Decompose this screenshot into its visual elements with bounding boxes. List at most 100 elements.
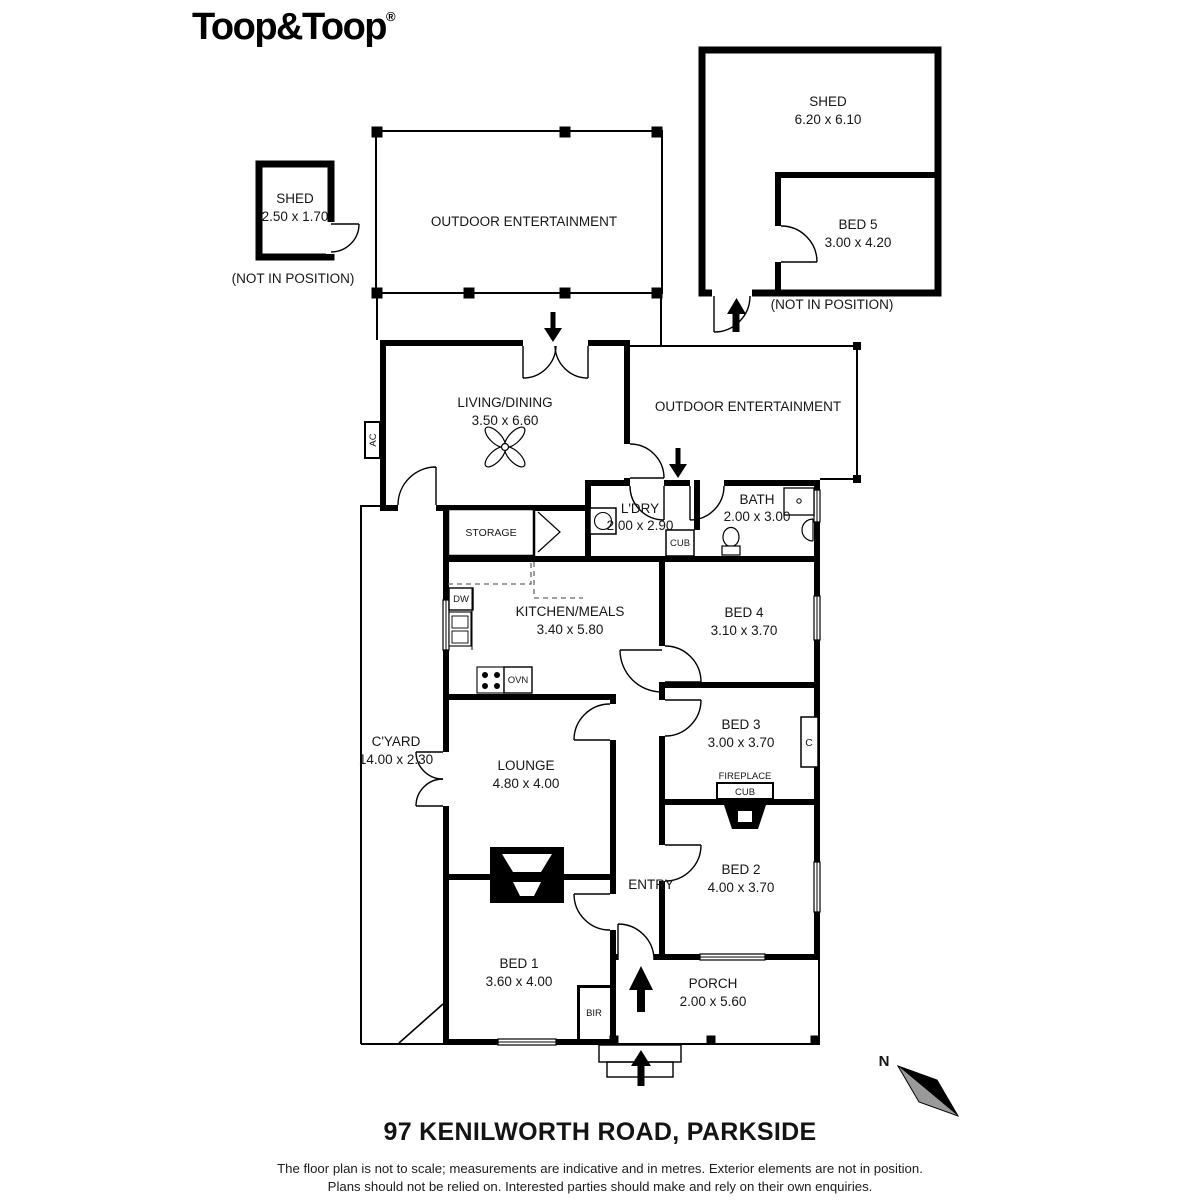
post	[371, 126, 383, 138]
post	[559, 126, 571, 138]
wall	[775, 262, 781, 293]
shed-small-walls	[255, 160, 335, 261]
bed3-dims: 3.00 x 3.70	[708, 735, 775, 750]
wall	[775, 172, 938, 178]
bed5-partition-walls	[775, 172, 938, 293]
bed2-name: BED 2	[721, 862, 760, 877]
post	[853, 475, 861, 483]
wall	[659, 682, 665, 700]
laundry-cupboard	[665, 529, 695, 557]
kitchen-dims: 3.40 x 5.80	[537, 622, 604, 637]
wall	[380, 340, 523, 346]
registered-mark: ®	[386, 9, 396, 24]
bir-label: BIR	[586, 1008, 602, 1019]
wall	[585, 480, 591, 562]
compass: N	[879, 1053, 960, 1117]
compass-needle-outline	[896, 1065, 960, 1117]
courtyard-dims: 14.00 x 2.30	[359, 752, 433, 767]
wall	[610, 740, 616, 894]
kitchen-window	[442, 599, 450, 651]
courtyard-structure	[360, 505, 444, 1045]
shower-icon	[783, 487, 815, 516]
wall	[443, 505, 449, 562]
bed4-dims: 3.10 x 3.70	[711, 623, 778, 638]
lounge-name: LOUNGE	[497, 758, 554, 773]
wall	[443, 1039, 498, 1045]
bed1-dims: 3.60 x 4.00	[486, 974, 553, 989]
bed4-window	[813, 595, 821, 641]
courtyard-gate	[398, 1003, 444, 1044]
french-door-right-arc	[554, 345, 589, 379]
living-dims: 3.50 x 6.60	[472, 413, 539, 428]
laundry-dims: 2.00 x 2.90	[607, 518, 674, 533]
disclaimer-line-2: Plans should not be relied on. Intereste…	[327, 1179, 873, 1194]
post	[651, 287, 663, 299]
compass-north-label: N	[879, 1053, 890, 1070]
bed5-dims: 3.00 x 4.20	[825, 235, 892, 250]
wall	[724, 480, 820, 486]
ac-label: AC	[368, 433, 379, 446]
laundry-name: L'DRY	[621, 501, 659, 516]
wall	[443, 694, 610, 700]
wall	[585, 556, 820, 562]
sink-bowl	[451, 630, 469, 644]
pergola-outline	[375, 130, 663, 294]
bed1-door-arc	[573, 893, 611, 931]
outdoor-entertainment-top-structure	[371, 126, 663, 346]
wall	[654, 954, 665, 960]
storage-room	[446, 507, 536, 558]
wall	[665, 799, 820, 805]
post	[559, 287, 571, 299]
post	[651, 126, 663, 138]
wall	[624, 340, 630, 444]
laundry-door-arc	[629, 485, 665, 521]
wall	[610, 930, 616, 1045]
bed5-door-arc	[780, 225, 818, 263]
windows	[442, 489, 821, 1046]
wall	[765, 954, 820, 960]
wall	[585, 480, 630, 486]
bath-dims: 2.00 x 3.00	[724, 509, 791, 524]
wall	[694, 480, 700, 530]
post	[371, 287, 383, 299]
wall	[665, 682, 820, 688]
bed4-name: BED 4	[724, 605, 764, 620]
note-not-in-position-left: (NOT IN POSITION)	[232, 271, 355, 286]
note-not-in-position-right: (NOT IN POSITION)	[771, 297, 894, 312]
living-courtyard-door-arc	[397, 466, 437, 506]
wall	[610, 694, 616, 704]
bir-closet	[577, 985, 610, 1039]
entry-arrows	[544, 298, 746, 1086]
ceiling-fan-icon	[484, 426, 526, 468]
doors	[397, 345, 725, 961]
wall	[775, 172, 781, 226]
door-opening	[326, 222, 338, 254]
post	[706, 1035, 716, 1045]
arrow-up-porch	[629, 966, 653, 1012]
laundry-cub-label: CUB	[670, 538, 690, 549]
fixtures	[364, 421, 819, 1039]
door-arc	[330, 223, 360, 253]
disclaimer-line-1: The floor plan is not to scale; measurem…	[277, 1161, 923, 1176]
oven	[503, 666, 533, 694]
lounge-door-arc	[573, 703, 611, 741]
wall	[588, 340, 630, 346]
bed1-name: BED 1	[499, 956, 538, 971]
wall	[380, 505, 398, 511]
bed2-door-arc	[664, 844, 702, 882]
hall-door-arc	[619, 649, 663, 693]
compass-needle-light	[898, 1066, 958, 1116]
bath-window	[813, 489, 821, 523]
bed2-window	[813, 861, 821, 913]
shed-large-name: SHED	[809, 94, 847, 109]
bed3-cupboard	[800, 716, 819, 768]
bath-name: BATH	[739, 492, 774, 507]
cooktop	[476, 666, 505, 694]
wall	[659, 736, 665, 845]
sink-bowl	[451, 615, 469, 629]
french-door-left-arc	[522, 345, 557, 379]
courtyard-name: C'YARD	[372, 734, 421, 749]
wall	[610, 954, 618, 960]
wall	[443, 556, 591, 562]
